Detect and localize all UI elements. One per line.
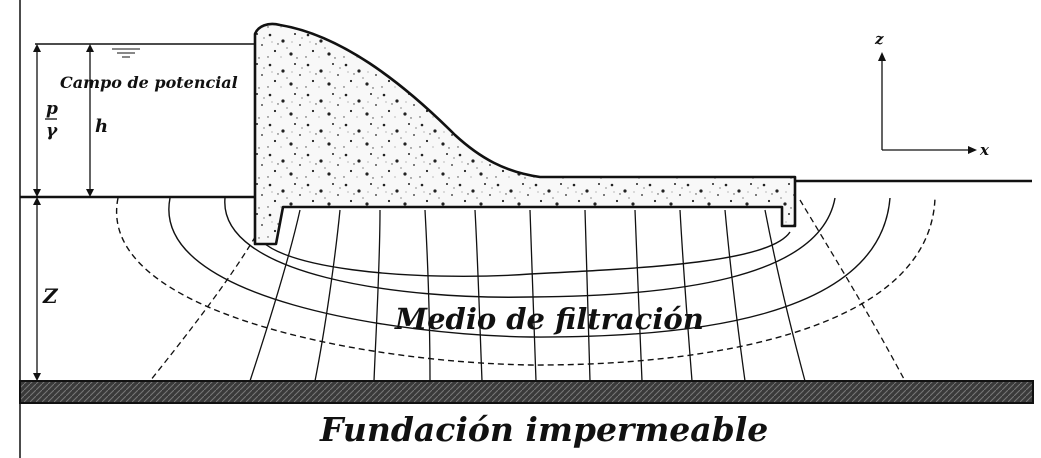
equipotential-line-12 — [764, 209, 806, 382]
dam-body — [253, 22, 797, 246]
flow-line-2 — [224, 197, 836, 298]
impermeable-foundation-label: Fundación impermeable — [319, 410, 768, 449]
equipotential-line-6 — [474, 209, 483, 382]
filtration-medium-label: Medio de filtración — [394, 302, 704, 336]
axis-x-label: x — [979, 141, 990, 159]
elevation-label: Z — [42, 284, 59, 308]
equipotential-line-10 — [679, 209, 693, 382]
impermeable-foundation-layer — [19, 380, 1034, 404]
flow-line-3 — [168, 197, 891, 338]
flow-line-1 — [254, 227, 791, 277]
equipotential-line-9 — [634, 209, 643, 382]
water-level-symbol — [35, 43, 255, 58]
equipotential-line-7 — [529, 209, 537, 382]
potential-field-label: Campo de potencial — [60, 73, 238, 92]
pressure-head-denominator: γ — [46, 121, 58, 141]
equipotential-line-8 — [584, 209, 591, 382]
equipotential-line-2 — [249, 209, 301, 382]
equipotential-line-1 — [149, 209, 271, 382]
flow-line-4 — [115, 197, 936, 366]
flow-lines — [115, 197, 936, 366]
equipotential-line-3 — [314, 209, 341, 382]
coordinate-axes — [878, 52, 977, 154]
head-label: h — [95, 116, 108, 137]
equipotential-line-5 — [424, 209, 431, 382]
equipotential-line-13 — [799, 199, 906, 382]
pressure-head-numerator: p — [46, 99, 58, 119]
elevation-dimension — [33, 197, 41, 381]
head-dimension — [86, 44, 94, 197]
equipotential-line-4 — [373, 209, 381, 382]
axis-z-label: z — [874, 30, 884, 48]
equipotential-lines — [149, 199, 906, 382]
equipotential-line-11 — [724, 209, 746, 382]
pressure-head-dimension — [33, 44, 41, 197]
